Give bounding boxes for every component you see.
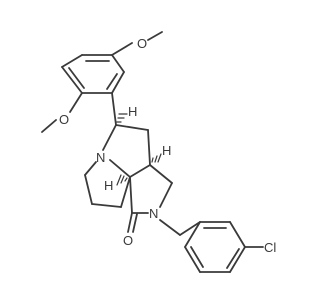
atom-o-carbonyl: O — [123, 233, 133, 248]
atom-o-methoxy-left: O — [59, 112, 69, 127]
methoxy-group-top: O — [111, 31, 163, 56]
chemical-structure: O O — [41, 31, 276, 273]
stereo-bonds — [116, 113, 162, 186]
atom-n-pyrrolidine: N — [96, 150, 105, 165]
chloro-substituent: Cl — [244, 240, 276, 255]
atom-n-lactam: N — [149, 206, 158, 221]
tricyclic-core — [84, 124, 173, 233]
hash-bond-h1 — [116, 113, 128, 123]
stereo-h-label-2: H — [162, 143, 171, 158]
hash-bond-h2 — [151, 153, 162, 163]
stereo-h-label-3: H — [104, 178, 113, 193]
stereo-h-label-1: H — [128, 104, 137, 119]
aryl-ring-dimethoxyphenyl — [61, 54, 125, 94]
benzyl-linker — [159, 219, 201, 236]
atom-o-methoxy-top: O — [137, 36, 147, 51]
hash-bond-h3 — [116, 174, 128, 186]
atom-cl: Cl — [264, 240, 276, 255]
methoxy-group-left: O — [41, 92, 83, 133]
aryl-ring-chlorophenyl — [184, 221, 246, 273]
bond-aryl-to-c4 — [111, 92, 117, 126]
